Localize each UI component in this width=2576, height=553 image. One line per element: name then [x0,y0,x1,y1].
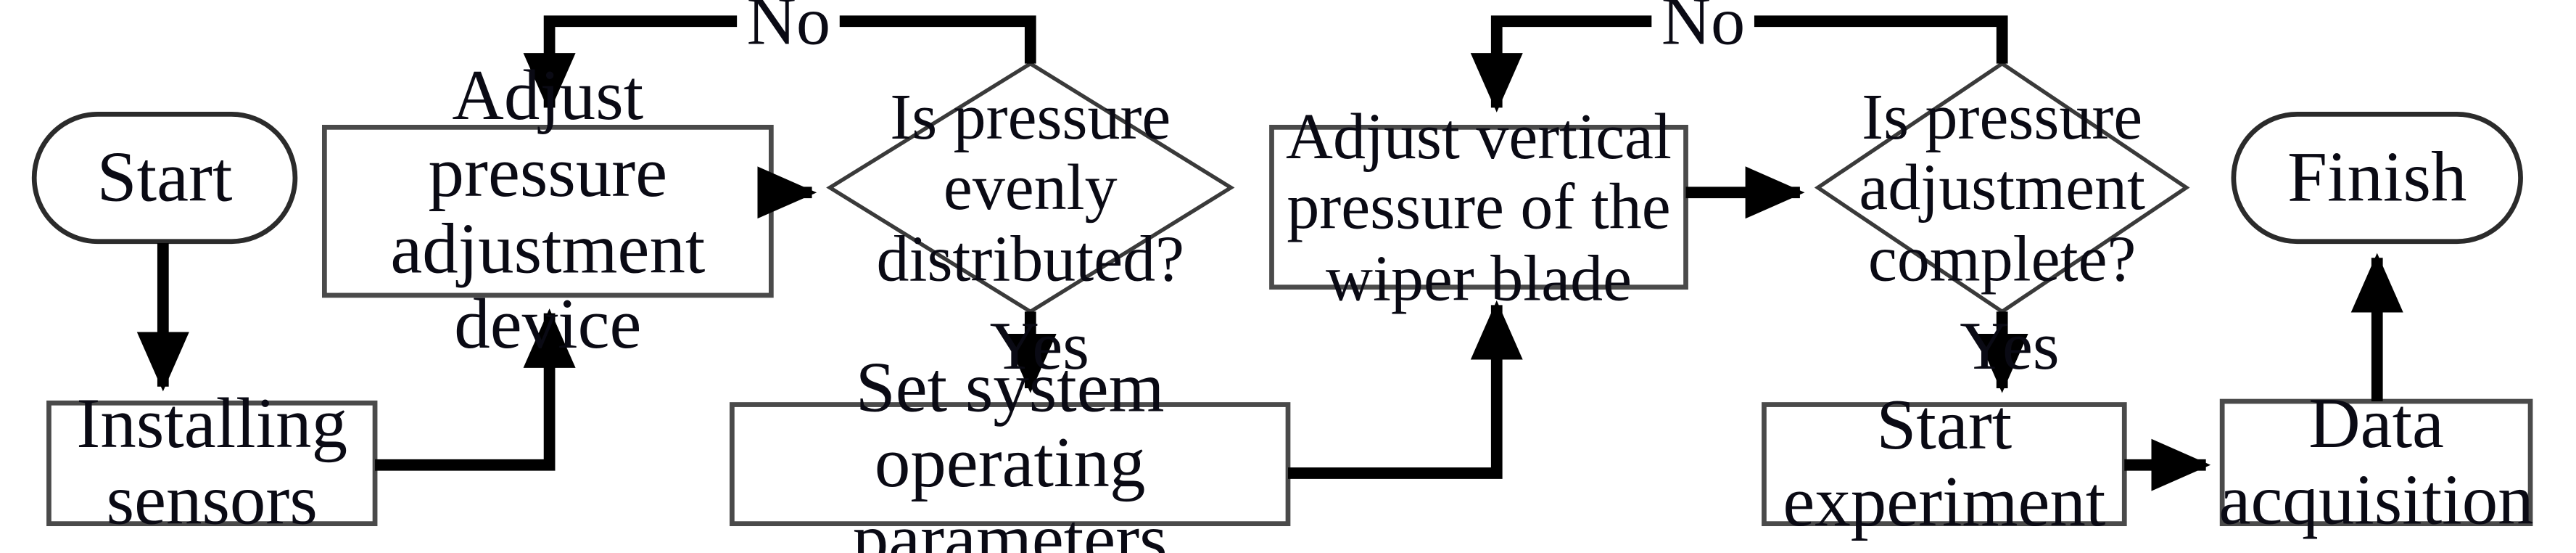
edge-label-yes-left: Yes [989,310,1090,385]
node-adjust-vertical-pressure-shape[interactable] [1269,124,1688,290]
node-decision-evenly-distributed-shape[interactable] [826,61,1235,314]
node-finish-shape[interactable] [2231,111,2523,245]
node-decision-adjustment-complete-shape[interactable] [1814,61,2190,314]
edge-set-parameters-to-adjust-vertical [1287,300,1523,479]
node-adjust-pressure-device-shape[interactable] [321,124,774,298]
edge-installing-sensors-to-adjust-device [375,308,576,471]
node-start-experiment-shape[interactable] [1762,402,2127,527]
node-data-acquisition-shape[interactable] [2219,398,2533,527]
node-start-shape[interactable] [31,111,298,245]
edge-label-no-left: No [737,0,841,57]
node-set-system-parameters-shape[interactable] [730,402,1291,527]
edge-label-no-right: No [1651,0,1755,57]
edge-label-yes-right: Yes [1960,310,2060,385]
node-installing-sensors-shape[interactable] [46,400,378,527]
